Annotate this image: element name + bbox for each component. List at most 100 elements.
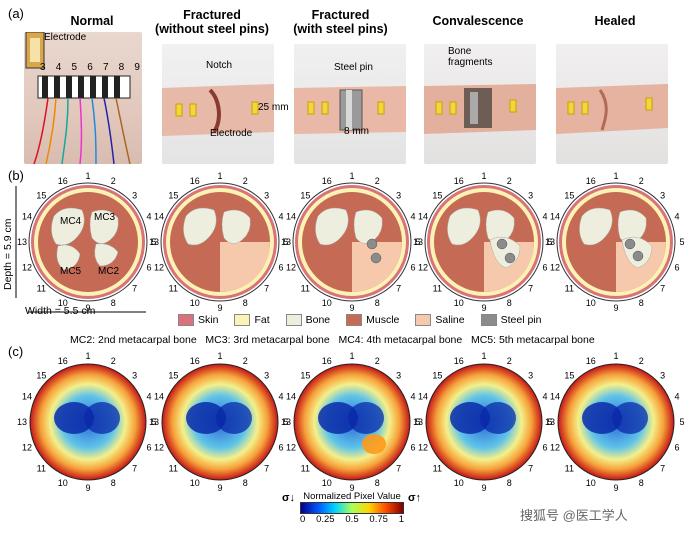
electrode-number: 7 xyxy=(528,284,533,294)
electrode-number: 4 xyxy=(410,212,415,222)
legend-item-steel-pin: Steel pin xyxy=(480,314,541,326)
electrode-number: 5 xyxy=(679,417,684,427)
electrode-number: 8 xyxy=(639,478,644,488)
electrode-number: 12 xyxy=(154,442,164,452)
electrode-number: 6 xyxy=(146,262,151,272)
electrode-number: 7 xyxy=(264,464,269,474)
bone-label: MC4 xyxy=(60,216,82,227)
sigma-low: σ↓ xyxy=(282,492,296,504)
electrode-number: 2 xyxy=(375,176,380,186)
electrode-number: 4 xyxy=(542,392,547,402)
photo-convalescence xyxy=(424,44,536,164)
electrode-number: 4 xyxy=(410,392,415,402)
electrode-number: 12 xyxy=(286,442,296,452)
electrode-number: 6 xyxy=(278,262,283,272)
electrode-number: 5 xyxy=(415,417,420,427)
photo-fractured-with xyxy=(294,44,406,164)
normal-electrode-numbers: 3 4 5 6 7 8 9 xyxy=(40,62,140,73)
title-normal: Normal xyxy=(70,14,114,28)
electrode-number: 3 xyxy=(396,370,401,380)
electrode-number: 3 xyxy=(528,190,533,200)
legend-item-fat: Fat xyxy=(234,314,270,326)
electrode-number: 13 xyxy=(413,417,423,427)
low-conductivity-blob xyxy=(582,402,622,434)
electrode-number: 4 xyxy=(278,392,283,402)
electrode-number: 7 xyxy=(528,464,533,474)
electrode-number: 13 xyxy=(17,237,27,247)
electrode-number: 6 xyxy=(542,442,547,452)
muscle-layer xyxy=(38,192,138,292)
electrode-number: 8 xyxy=(507,478,512,488)
electrode-number: 13 xyxy=(545,417,555,427)
electrode-number: 7 xyxy=(660,464,665,474)
electrode-number: 11 xyxy=(565,284,574,294)
electrode-number: 11 xyxy=(301,464,310,474)
electrode-number: 15 xyxy=(564,190,574,200)
steel-pin-label: Steel pin xyxy=(334,62,373,73)
electrode-number: 11 xyxy=(37,464,46,474)
electrode-number: 8 xyxy=(375,478,380,488)
electrode-number: 11 xyxy=(169,464,178,474)
electrode-number: 5 xyxy=(547,417,552,427)
bone-mc4 xyxy=(51,207,85,246)
electrode-number: 5 xyxy=(547,237,552,247)
steel-pin-dot xyxy=(366,238,378,250)
steel-pin-dot xyxy=(370,252,382,264)
title-convalescence: Convalescence xyxy=(432,14,524,28)
num: 6 xyxy=(87,62,93,73)
bone-label: MC2 xyxy=(98,266,120,277)
electrode-number: 10 xyxy=(190,478,200,488)
electrode-number: 8 xyxy=(111,478,116,488)
electrode-number: 8 xyxy=(375,298,380,308)
electrode-number: 12 xyxy=(418,442,428,452)
electrode-number: 2 xyxy=(243,176,248,186)
electrode-number: 14 xyxy=(550,392,560,402)
low-conductivity-blob xyxy=(612,402,648,434)
electrode-number: 10 xyxy=(58,478,68,488)
bone-label: MC3 xyxy=(94,212,116,223)
electrode-number: 1 xyxy=(85,171,90,181)
electrode-number: 10 xyxy=(454,298,464,308)
electrode-number: 2 xyxy=(507,176,512,186)
low-conductivity-blob xyxy=(450,402,490,434)
num: 4 xyxy=(55,62,62,73)
legend-item-muscle: Muscle xyxy=(346,314,399,326)
electrode-number: 10 xyxy=(586,298,596,308)
bone-caption: MC2: 2nd metacarpal bone MC3: 3rd metaca… xyxy=(70,334,595,346)
legend-item-saline: Saline xyxy=(415,314,465,326)
steel-pin-dot xyxy=(504,252,516,264)
electrode-number: 11 xyxy=(433,464,442,474)
electrode-number: 1 xyxy=(613,352,618,361)
electrode-number: 2 xyxy=(639,356,644,366)
electrode-number: 11 xyxy=(301,284,310,294)
electrode-number: 14 xyxy=(154,212,164,222)
electrode-number: 3 xyxy=(264,370,269,380)
electrode-number: 1 xyxy=(217,171,222,181)
electrode-number: 8 xyxy=(243,298,248,308)
electrode-number: 14 xyxy=(286,392,296,402)
electrode-number: 16 xyxy=(322,176,332,186)
tissue-legend: Skin Fat Bone Muscle Saline Steel pin xyxy=(178,314,541,326)
electrode-number: 14 xyxy=(286,212,296,222)
electrode-number: 15 xyxy=(300,370,310,380)
electrode-number: 4 xyxy=(674,392,679,402)
electrode-number: 9 xyxy=(217,303,222,313)
bone-fragments-label: Bone fragments xyxy=(448,46,493,68)
electrode-number: 15 xyxy=(168,370,178,380)
electrode-number: 3 xyxy=(132,190,137,200)
title-fractured-with: Fractured (with steel pins) xyxy=(293,8,388,36)
electrode-number: 15 xyxy=(564,370,574,380)
depth-label: Depth = 5.9 cm xyxy=(2,218,14,291)
electrode-number: 12 xyxy=(550,442,560,452)
electrode-number: 14 xyxy=(418,392,428,402)
bone-mc3 xyxy=(89,209,119,244)
electrode-number: 13 xyxy=(281,417,291,427)
electrode-number: 8 xyxy=(243,478,248,488)
